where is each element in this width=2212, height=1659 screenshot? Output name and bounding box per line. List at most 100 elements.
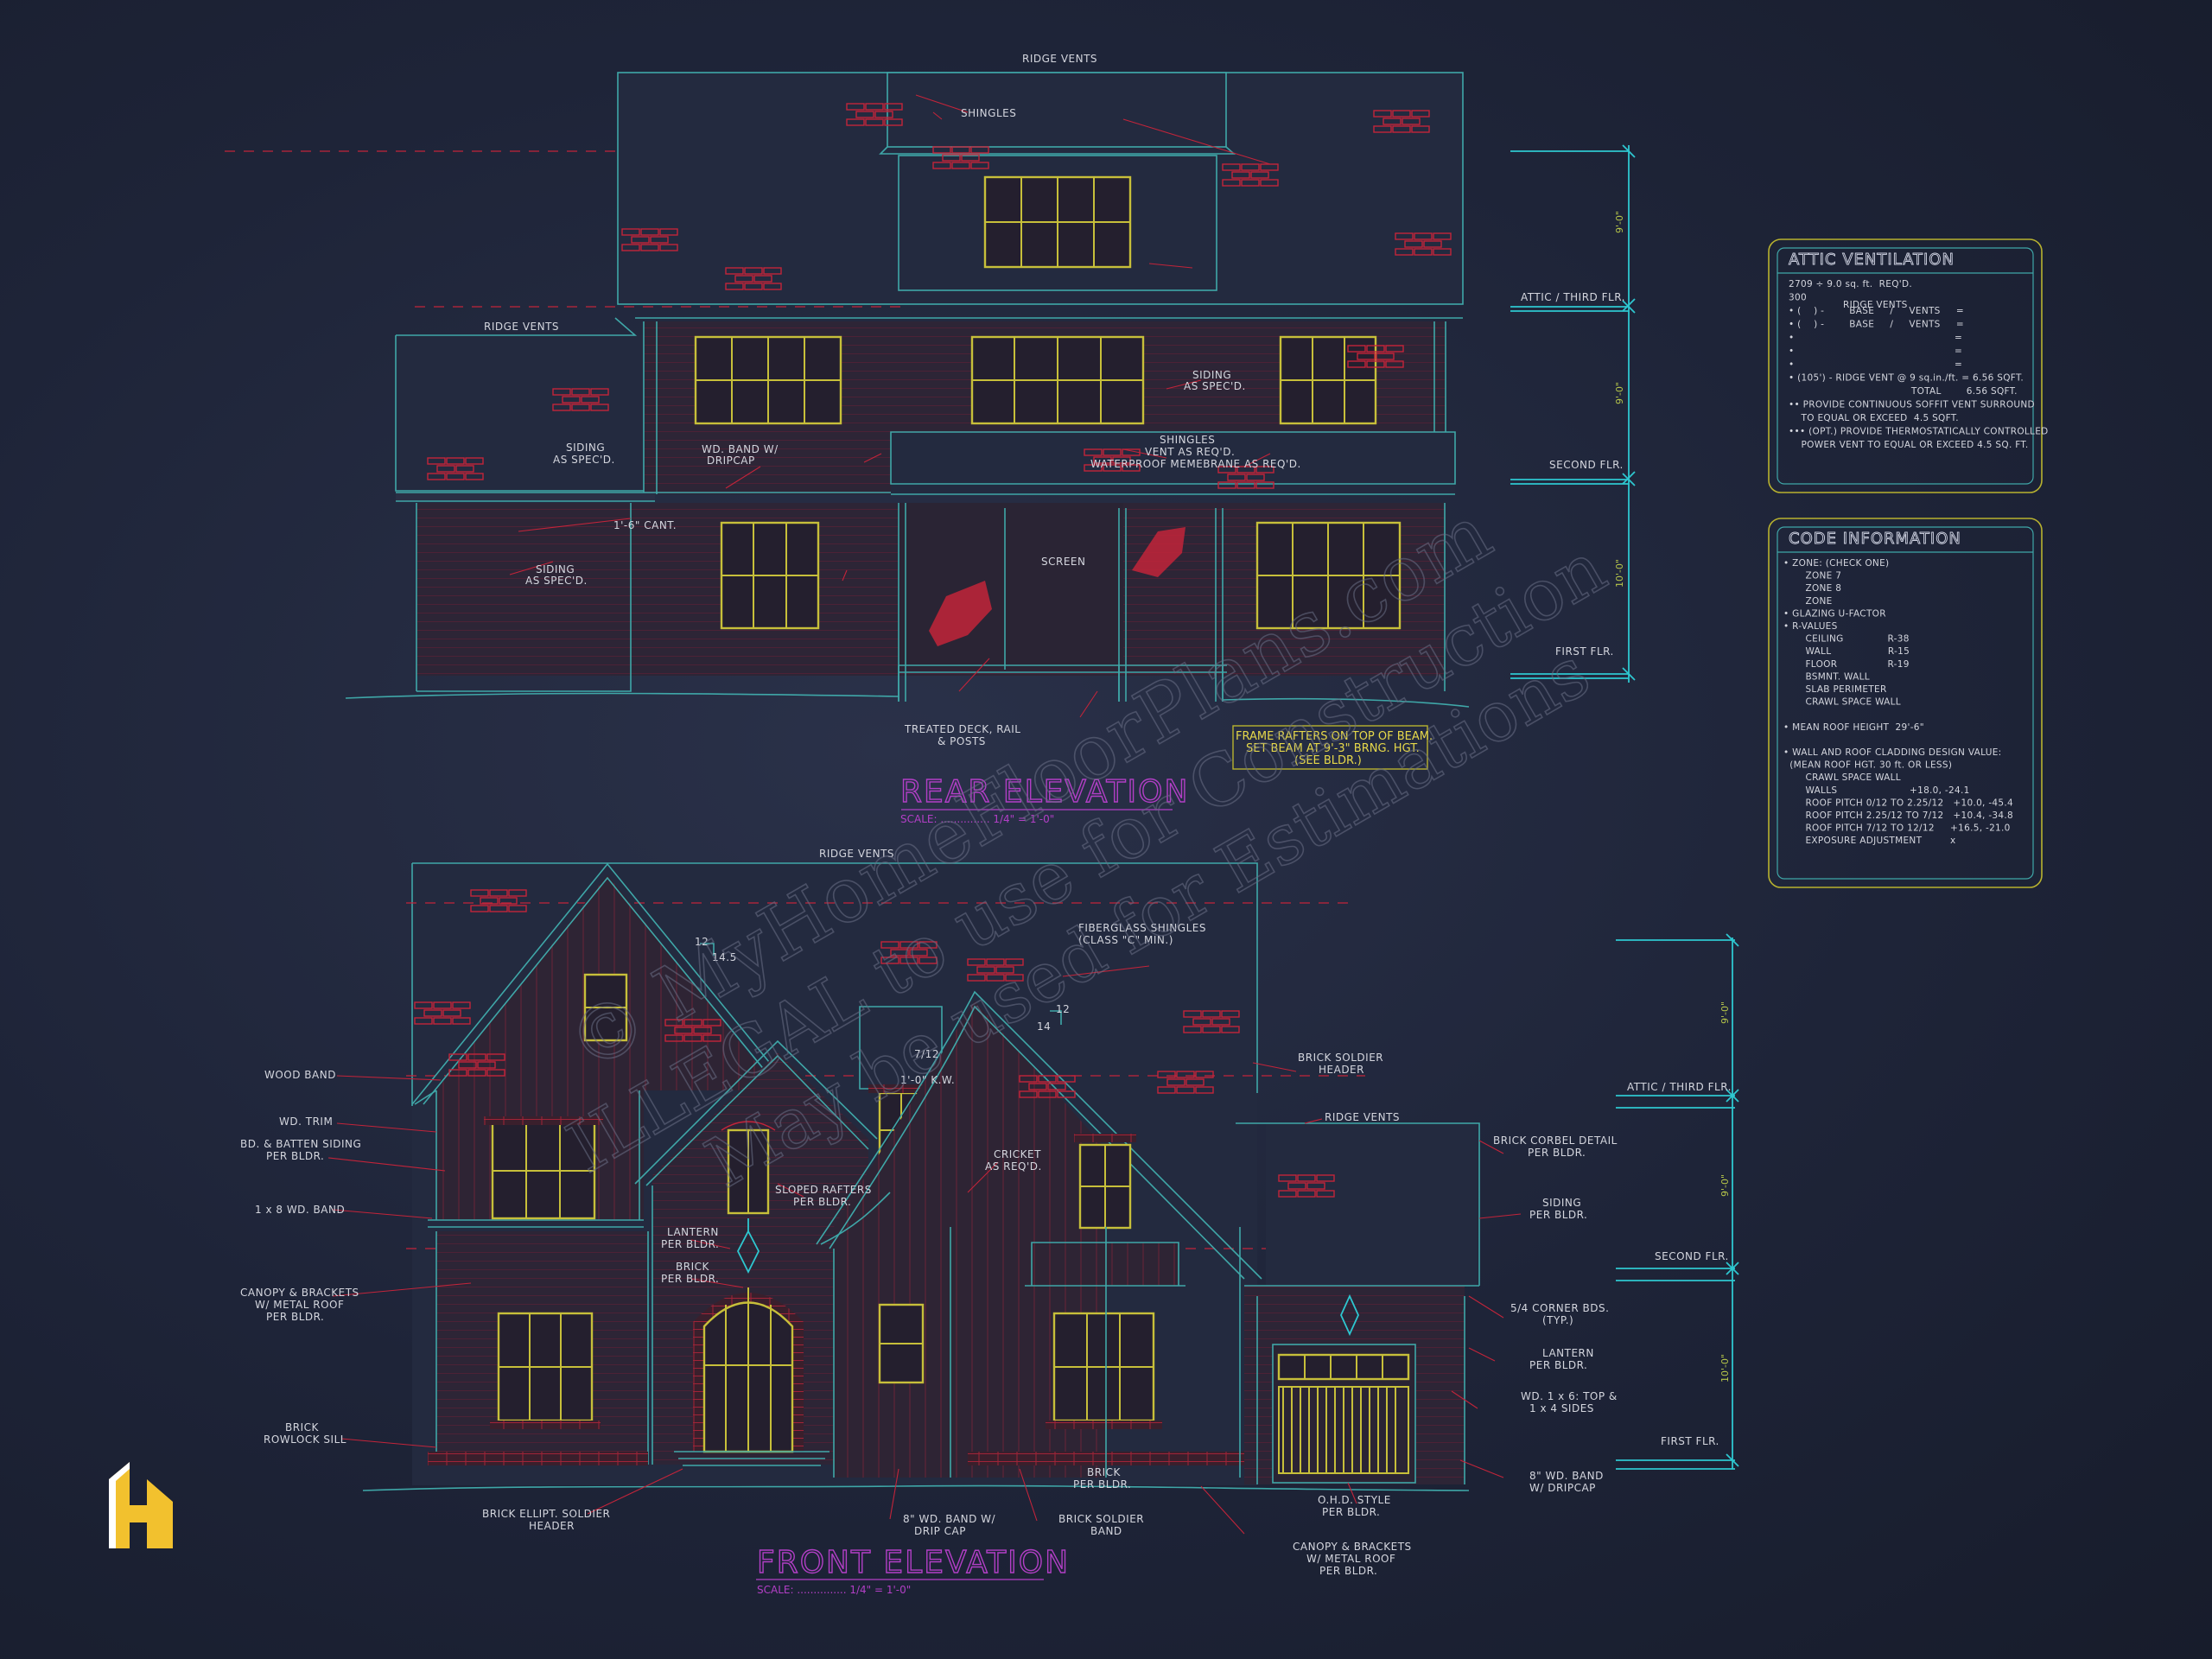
front-elevation-scale: SCALE: ............... 1/4" = 1'-0" bbox=[757, 1584, 911, 1596]
code-information-line: ROOF PITCH 0/12 TO 2.25/12 +10.0, -45.4 bbox=[1783, 798, 2013, 808]
rear-label-siding-left-2: AS SPEC'D. bbox=[553, 454, 615, 466]
front-garage-door bbox=[1272, 1344, 1416, 1484]
front-label-ridge-vents-r: RIDGE VENTS bbox=[1325, 1111, 1400, 1123]
front-label-brick-l-2: PER BLDR. bbox=[661, 1273, 719, 1285]
rear-note-line-3: (SEE BLDR.) bbox=[1294, 754, 1362, 767]
code-information-line: (MEAN ROOF HGT. 30 ft. OR LESS) bbox=[1783, 760, 1952, 771]
attic-ventilation-lines: 2709 ÷ 9.0 sq. ft. REQ'D.300• ( ) - BASE… bbox=[1789, 279, 2049, 450]
front-label-sloped-1: SLOPED RAFTERS bbox=[775, 1184, 872, 1196]
front-label-pitch-b2: 14 bbox=[1037, 1020, 1051, 1033]
front-label-canopy-r-1: CANOPY & BRACKETS bbox=[1293, 1541, 1412, 1553]
front-label-wd1x6-2: 1 x 4 SIDES bbox=[1529, 1402, 1594, 1414]
code-information-line: CRAWL SPACE WALL bbox=[1783, 772, 1901, 783]
front-label-corner-1: 5/4 CORNER BDS. bbox=[1510, 1302, 1609, 1314]
attic-ventilation-line: • = bbox=[1789, 333, 1962, 343]
rear-label-ridge-vents: RIDGE VENTS bbox=[1022, 53, 1097, 65]
rear-dim-2: 9'-0" bbox=[1614, 382, 1625, 404]
rear-left-roof bbox=[395, 317, 655, 492]
attic-ventilation-line: • ( ) - BASE / VENTS = bbox=[1789, 306, 1964, 316]
rear-beam-note-box bbox=[1232, 725, 1428, 770]
front-label-canopy-3: PER BLDR. bbox=[266, 1311, 324, 1323]
rear-note-line-1: FRAME RAFTERS ON TOP OF BEAM. bbox=[1236, 730, 1433, 743]
front-label-soldier-hdr-2: HEADER bbox=[1319, 1064, 1364, 1076]
code-information-line: ROOF PITCH 7/12 TO 12/12 +16.5, -21.0 bbox=[1783, 823, 2011, 834]
front-label-band8r-2: W/ DRIPCAP bbox=[1529, 1482, 1596, 1494]
front-label-lantern-1: LANTERN bbox=[667, 1226, 719, 1238]
front-label-corbel-1: BRICK CORBEL DETAIL bbox=[1493, 1135, 1618, 1147]
front-label-band8-2: DRIP CAP bbox=[914, 1525, 966, 1537]
code-information-line: ZONE 8 bbox=[1783, 583, 1841, 594]
front-label-wood-band: WOOD BAND bbox=[264, 1069, 336, 1081]
rear-screen-porch bbox=[899, 503, 1123, 667]
rear-label-shingles-3: WATERPROOF MEMEBRANE AS REQ'D. bbox=[1090, 458, 1301, 470]
attic-ventilation-heading: ATTIC VENTILATION bbox=[1789, 251, 1955, 269]
front-label-lantern-r-1: LANTERN bbox=[1542, 1347, 1594, 1359]
code-information-line: ZONE bbox=[1783, 596, 1833, 607]
code-information-line: • ZONE: (CHECK ONE) bbox=[1783, 558, 1889, 569]
code-information-line: CEILING R-38 bbox=[1783, 634, 1910, 645]
attic-ventilation-line: ••• (OPT.) PROVIDE THERMOSTATICALLY CONT… bbox=[1789, 427, 2049, 437]
front-label-soldier-band-2: BAND bbox=[1090, 1525, 1122, 1537]
rear-dormer-wall bbox=[898, 155, 1217, 291]
front-label-first-flr: FIRST FLR. bbox=[1661, 1435, 1719, 1447]
front-label-batten-2: PER BLDR. bbox=[266, 1150, 324, 1162]
attic-ventilation-line: • = bbox=[1789, 359, 1962, 370]
rear-label-ridge-vents-left: RIDGE VENTS bbox=[484, 321, 559, 333]
front-label-pitch-a: 7/12 bbox=[914, 1048, 939, 1060]
attic-ventilation-ridge-label: RIDGE VENTS bbox=[1843, 300, 1908, 310]
front-label-wd-trim: WD. TRIM bbox=[279, 1116, 333, 1128]
rear-level-markers bbox=[1510, 144, 1636, 683]
front-elevation-title: FRONT ELEVATION bbox=[757, 1545, 1070, 1580]
code-information-line: • WALL AND ROOF CLADDING DESIGN VALUE: bbox=[1783, 747, 2002, 758]
rear-label-band-2: DRIPCAP bbox=[707, 454, 755, 467]
code-information-line: BSMNT. WALL bbox=[1783, 671, 1870, 682]
front-label-fiberglass-1: FIBERGLASS SHINGLES bbox=[1078, 922, 1206, 934]
front-label-pitch-b: 12 bbox=[1056, 1003, 1070, 1015]
rear-elevation-scale: SCALE: ............... 1/4" = 1'-0" bbox=[900, 813, 1054, 825]
front-label-band8-1: 8" WD. BAND W/ bbox=[903, 1513, 996, 1525]
front-elevation bbox=[327, 862, 1739, 1535]
code-information-line: FLOOR R-19 bbox=[1783, 659, 1910, 670]
front-label-lantern-2: PER BLDR. bbox=[661, 1238, 719, 1250]
front-label-ohd-2: PER BLDR. bbox=[1322, 1506, 1380, 1518]
rear-label-shingles-1: SHINGLES bbox=[1160, 434, 1215, 446]
rear-dim-3: 10'-0" bbox=[1614, 559, 1625, 588]
rear-label-screen: SCREEN bbox=[1041, 556, 1085, 568]
rear-first-floor-windows bbox=[720, 521, 1402, 630]
code-information-line: EXPOSURE ADJUSTMENT x bbox=[1783, 836, 1956, 846]
rear-label-second-flr: SECOND FLR. bbox=[1549, 459, 1624, 471]
rear-label-first-flr: FIRST FLR. bbox=[1555, 645, 1614, 658]
front-entry-lantern bbox=[736, 1218, 760, 1274]
code-information-line: ZONE 7 bbox=[1783, 571, 1841, 582]
front-label-canopy-r-2: W/ METAL ROOF bbox=[1306, 1553, 1395, 1565]
front-label-soldier-hdr-1: BRICK SOLDIER bbox=[1298, 1052, 1383, 1064]
front-label-pitch-c2: 14.5 bbox=[712, 951, 737, 963]
rear-label-siding-right-2: AS SPEC'D. bbox=[1184, 380, 1246, 392]
front-garage-lantern bbox=[1340, 1294, 1359, 1337]
rear-elevation-title: REAR ELEVATION bbox=[900, 774, 1189, 810]
attic-ventilation-line: 300 bbox=[1789, 293, 1807, 303]
front-label-corner-2: (TYP.) bbox=[1542, 1314, 1573, 1326]
code-information-line: • MEAN ROOF HEIGHT 29'-6" bbox=[1783, 722, 1924, 733]
rear-note-line-2: SET BEAM AT 9'-3" BRNG. HGT. bbox=[1246, 742, 1420, 755]
front-dim-1: 9'-0" bbox=[1719, 1001, 1731, 1024]
front-label-canopy-1: CANOPY & BRACKETS bbox=[240, 1287, 359, 1299]
attic-ventilation-line: • = bbox=[1789, 346, 1962, 357]
code-information-line: WALL R-15 bbox=[1783, 646, 1910, 657]
code-information-line: • R-VALUES bbox=[1783, 621, 1838, 632]
front-label-attic-flr: ATTIC / THIRD FLR. bbox=[1627, 1081, 1732, 1093]
code-information-line: SLAB PERIMETER bbox=[1783, 684, 1887, 695]
front-label-corbel-2: PER BLDR. bbox=[1528, 1147, 1586, 1159]
front-label-siding-1: SIDING bbox=[1542, 1197, 1581, 1209]
rear-label-deck: TREATED DECK, RAIL bbox=[904, 723, 1020, 735]
rear-label-siding-low-2: AS SPEC'D. bbox=[525, 575, 588, 587]
front-label-pitch-c: 12 bbox=[695, 936, 709, 948]
rear-label-attic-flr: ATTIC / THIRD FLR. bbox=[1521, 291, 1625, 303]
code-information-heading: CODE INFORMATION bbox=[1789, 530, 1961, 548]
front-label-sloped-2: PER BLDR. bbox=[793, 1196, 851, 1208]
rear-dormer-window bbox=[983, 175, 1132, 269]
rear-label-deck-2: & POSTS bbox=[938, 735, 986, 747]
front-label-siding-2: PER BLDR. bbox=[1529, 1209, 1587, 1221]
